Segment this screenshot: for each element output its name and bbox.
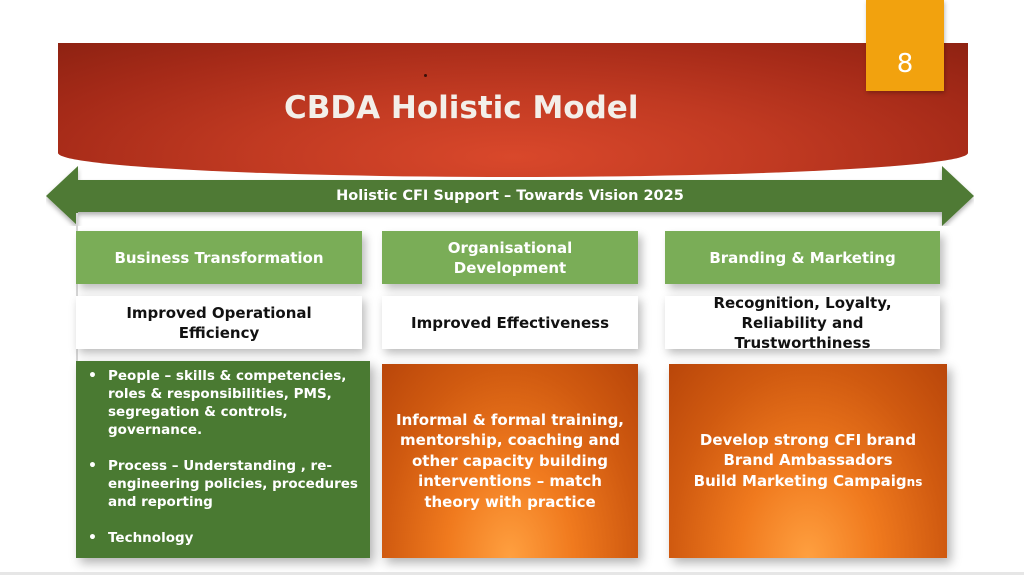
detail-business-transformation: People – skills & competencies, roles & … <box>76 361 370 558</box>
outcome-label: Recognition, Loyalty, Reliability and Tr… <box>713 293 892 352</box>
vision-arrow: Holistic CFI Support – Towards Vision 20… <box>46 166 974 226</box>
outcome-label: Improved Effectiveness <box>411 313 609 332</box>
category-label: Business Transformation <box>114 248 324 267</box>
outcome-effectiveness: Improved Effectiveness <box>382 296 638 349</box>
outcome-recognition-loyalty: Recognition, Loyalty, Reliability and Tr… <box>665 294 940 352</box>
page-number: 8 <box>896 48 914 79</box>
category-branding-marketing: Branding & Marketing <box>665 231 940 284</box>
list-item: People – skills & competencies, roles & … <box>82 367 360 439</box>
frame-divider <box>76 213 78 363</box>
slide-title: CBDA Holistic Model <box>284 90 639 126</box>
list-item: Technology <box>82 529 360 547</box>
double-arrow-icon <box>46 166 974 226</box>
arrow-label: Holistic CFI Support – Towards Vision 20… <box>336 188 684 204</box>
category-organisational-development: Organisational Development <box>382 231 638 284</box>
title-banner <box>58 43 968 177</box>
list-item: Process – Understanding , re- engineerin… <box>82 457 360 511</box>
title-mark <box>424 74 427 77</box>
detail-organisational-development: Informal & formal training, mentorship, … <box>382 364 638 558</box>
outcome-operational-efficiency: Improved Operational Efficiency <box>76 296 362 349</box>
detail-text: Informal & formal training, mentorship, … <box>395 410 625 511</box>
category-label: Branding & Marketing <box>709 248 896 267</box>
footer-divider <box>0 572 1024 575</box>
detail-text: Develop strong CFI brand Brand Ambassado… <box>693 430 923 490</box>
page-number-badge: 8 <box>866 0 944 91</box>
detail-bullet-list: People – skills & competencies, roles & … <box>82 367 360 565</box>
category-business-transformation: Business Transformation <box>76 231 362 284</box>
outcome-label: Improved Operational Efficiency <box>126 303 312 342</box>
category-label: Organisational Development <box>447 238 573 277</box>
detail-branding-marketing: Develop strong CFI brand Brand Ambassado… <box>669 364 947 558</box>
